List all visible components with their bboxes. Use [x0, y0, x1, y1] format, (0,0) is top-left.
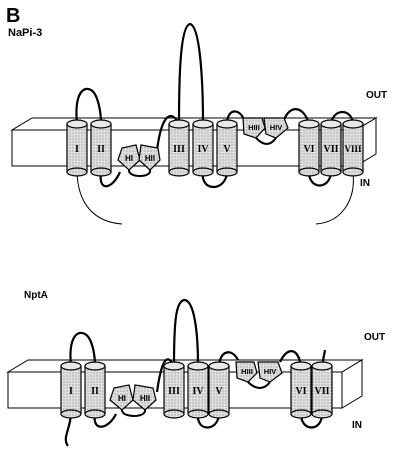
panel2-termini [64, 413, 73, 447]
panel2-hx-HIV: HIV [264, 367, 277, 376]
panel2-hairpin-HI [109, 384, 134, 411]
panel1-out-label: OUT [366, 90, 387, 101]
panel1-hairpin-HIII [242, 117, 266, 139]
panel-napi3: NaPi-3 OUT IN [8, 22, 387, 225]
panel1-seg-II: II [97, 144, 105, 155]
panel1-seg-I: I [75, 144, 79, 155]
panel1-hairpin-HI [117, 144, 141, 171]
panel1-link-hairpin-2 [255, 137, 277, 145]
panel2-tm-V [208, 361, 230, 419]
panel1-seg-VII: VII [323, 144, 338, 155]
panel2-link-hairpin-2 [247, 381, 271, 389]
panel1-hx-HII: HII [145, 154, 155, 163]
panel1-hairpin-HII [138, 144, 161, 171]
panel1-tm-VI [298, 119, 320, 177]
panel1-hx-HIII: HIII [248, 123, 260, 132]
panel2-labels: I II III IV V VI VII HI HII HIII HIV [69, 367, 330, 403]
panel1-link-hairpin [128, 169, 151, 177]
panel2-hx-HII: HII [140, 394, 150, 403]
panel1-tm-IV [192, 119, 214, 177]
panel2-seg-V: V [215, 386, 223, 397]
panel2-seg-III: III [168, 386, 180, 397]
panel1-labels: I II III IV V VI VII VIII HI HII HIII HI… [75, 123, 362, 163]
panel-npta: NptA OUT IN [6, 290, 385, 447]
panel1-cylinders [66, 119, 364, 177]
panel2-link-hairpin [121, 409, 146, 417]
panel2-out-label: OUT [364, 332, 385, 343]
panel2-hairpin-HIII [235, 361, 258, 383]
panel1-tm-I [66, 119, 88, 177]
panel1-seg-V: V [223, 144, 231, 155]
panel2-seg-II: II [91, 386, 99, 397]
panel1-hx-HIV: HIV [270, 123, 283, 132]
panel1-seg-VIII: VIII [344, 144, 362, 154]
panel2-tm-II [84, 361, 106, 419]
panel1-tm-VIII [342, 119, 364, 177]
panel1-hx-HI: HI [125, 154, 133, 163]
panel2-seg-VII: VII [314, 386, 329, 397]
panel1-tm-V [216, 119, 238, 177]
panel1-tm-VII [320, 119, 342, 177]
panel2-hairpin-HIV [257, 361, 283, 383]
panel2-seg-IV: IV [192, 386, 204, 397]
panel1-title: NaPi-3 [8, 27, 42, 39]
panel1-tm-III [168, 119, 190, 177]
panel2-hx-HIII: HIII [241, 367, 253, 376]
panel2-hx-HI: HI [118, 394, 126, 403]
panel1-seg-VI: VI [303, 144, 314, 155]
panel2-title: NptA [24, 290, 48, 301]
panel1-hairpin-HIV [263, 117, 289, 139]
panel2-hairpins [109, 361, 283, 411]
panel-label: B [6, 5, 20, 27]
panel1-seg-III: III [173, 144, 185, 155]
panel1-tm-II [90, 119, 112, 177]
panel1-in-label: IN [360, 178, 370, 189]
panel2-seg-I: I [69, 386, 73, 397]
panel2-seg-VI: VI [295, 386, 306, 397]
panel1-seg-IV: IV [197, 144, 209, 155]
panel2-tm-I [60, 361, 82, 419]
panel2-hairpin-HII [132, 384, 157, 411]
panel1-hairpins [117, 117, 289, 171]
panel2-tm-VI [290, 361, 312, 419]
panel2-cylinders [60, 361, 333, 419]
panel2-tm-IV [187, 361, 209, 419]
panel1-termini [76, 171, 354, 225]
panel2-tm-III [163, 361, 185, 419]
panel2-in-label: IN [352, 420, 362, 431]
panel2-tm-VII [311, 361, 333, 419]
